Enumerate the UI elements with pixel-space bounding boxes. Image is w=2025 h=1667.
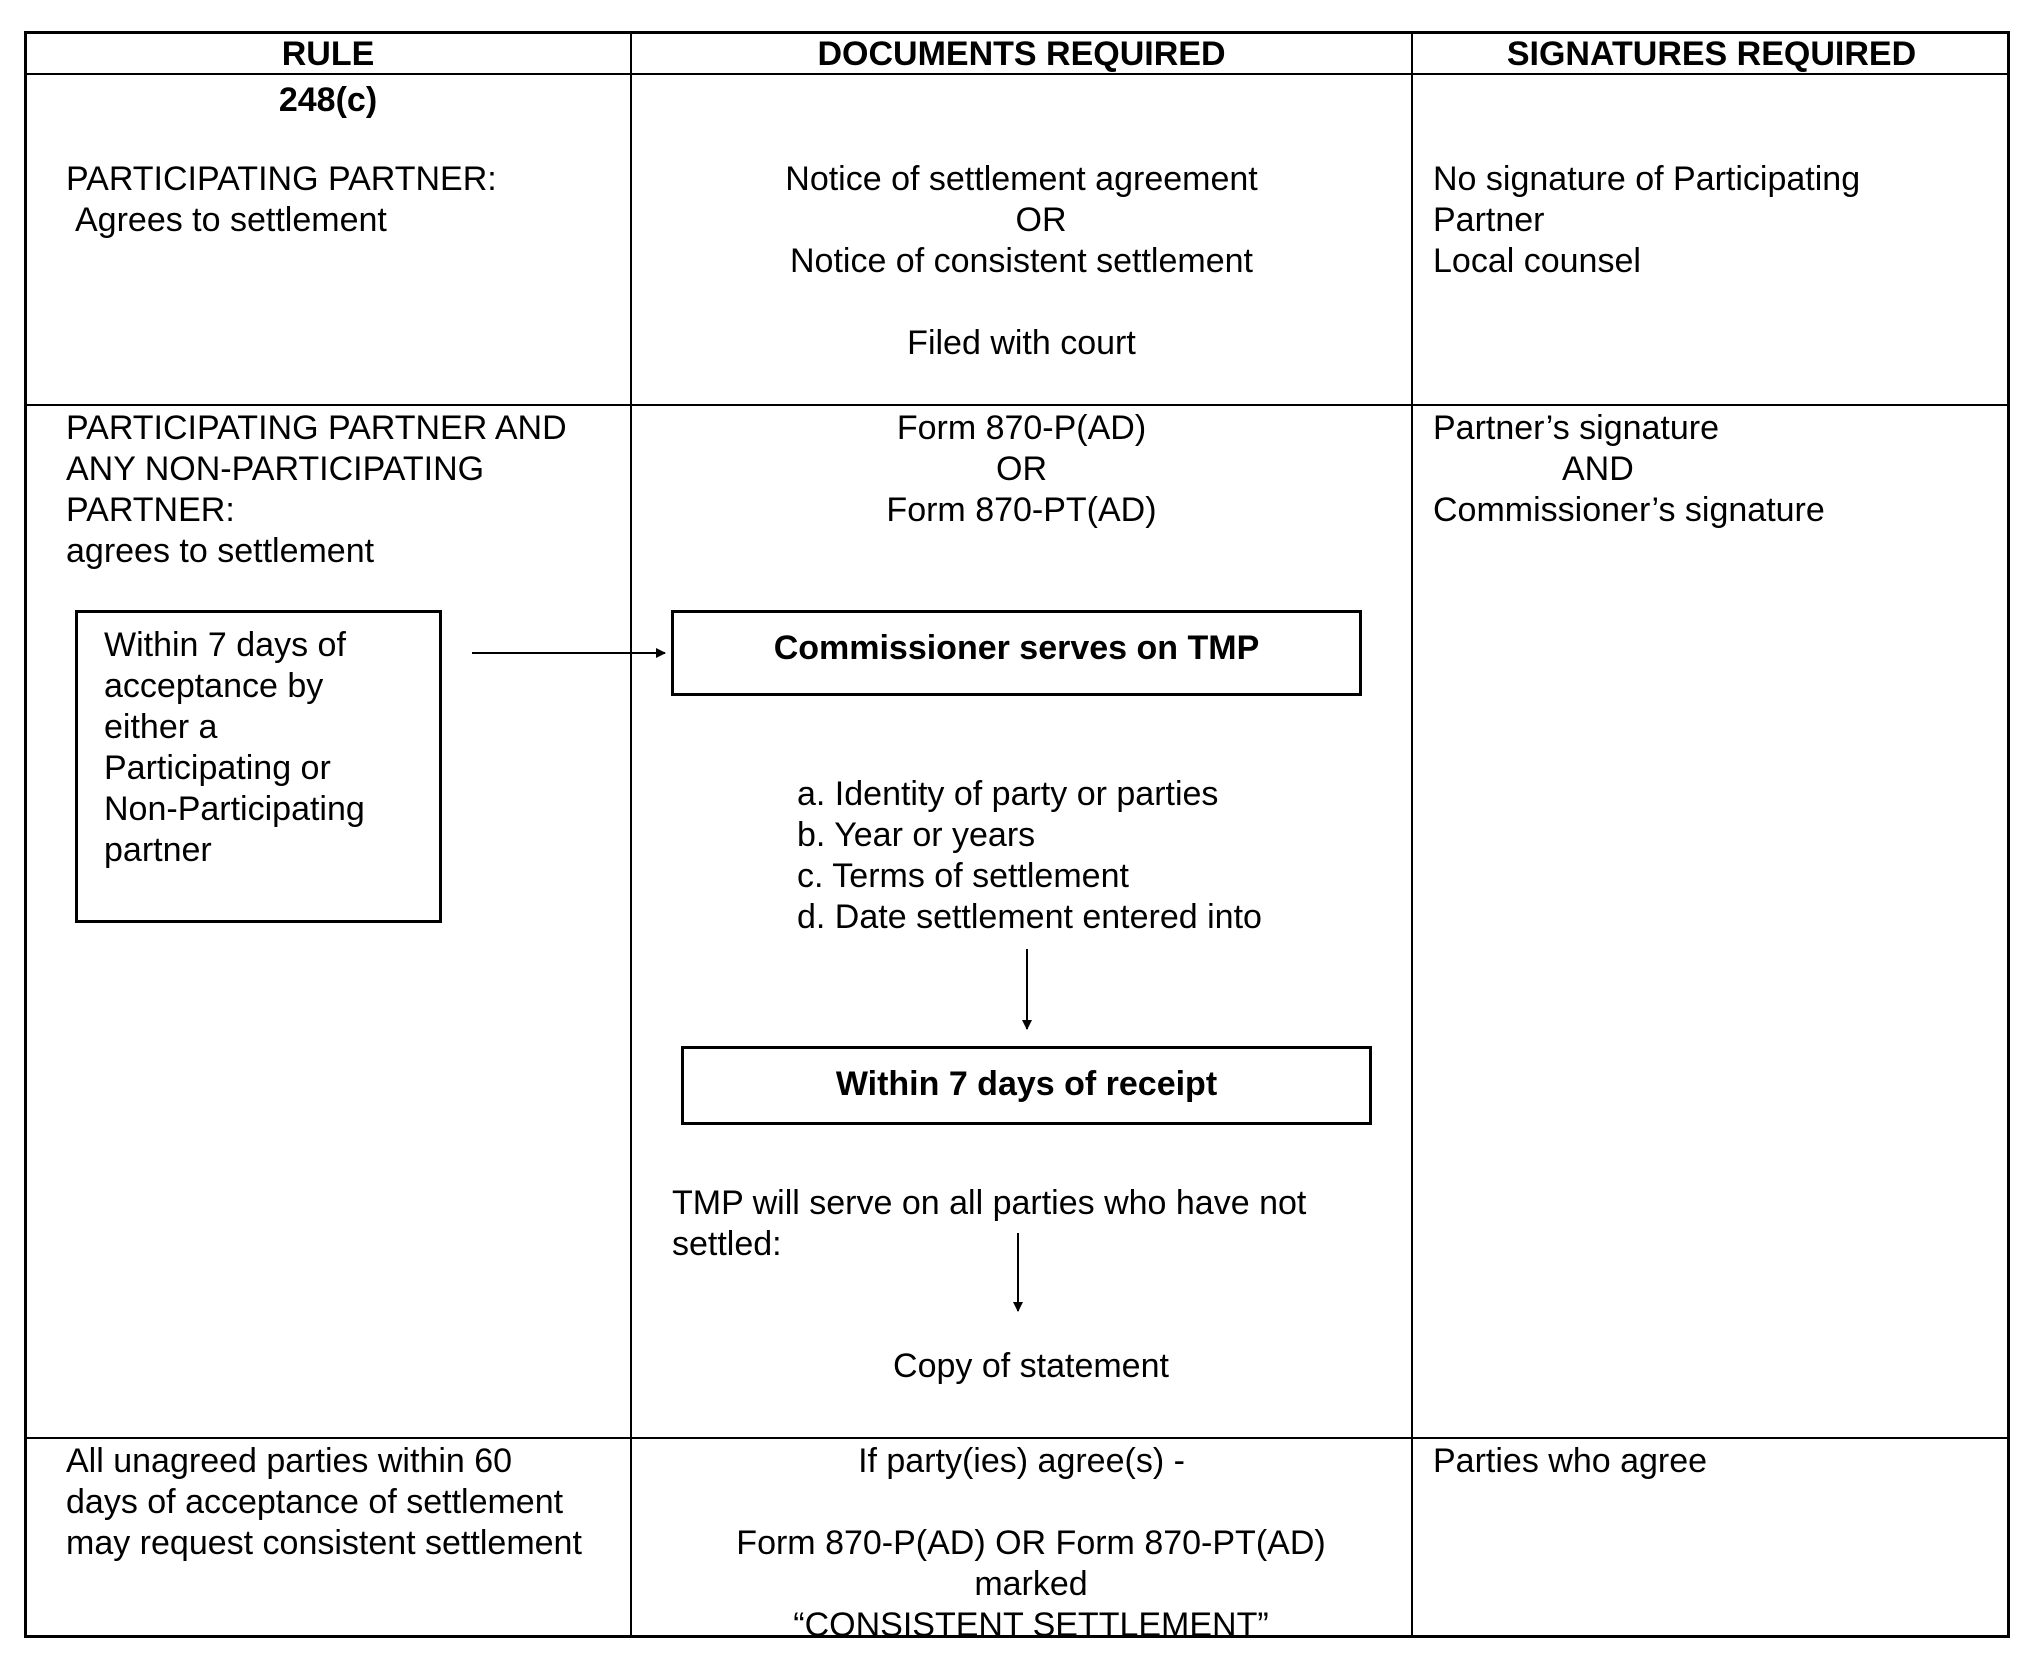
row2-rule-text-1: PARTICIPATING PARTNER AND	[66, 409, 567, 447]
row2-doc-text-1: Form 870-P(AD)	[896, 409, 1147, 447]
tmp-serve-text-2: settled:	[672, 1225, 782, 1263]
within-box-line-2: acceptance by	[104, 667, 324, 705]
row3-doc-text-4: “CONSISTENT SETTLEMENT”	[793, 1606, 1269, 1644]
within-box-line-6: partner	[104, 831, 212, 869]
within-seven-days-box: Within 7 days of acceptance by either a …	[75, 610, 442, 923]
row1-signature-text-2: Partner	[1433, 201, 1545, 239]
row1-signature-text-1: No signature of Participating	[1433, 160, 1861, 198]
row2-doc-text-2: OR	[996, 450, 1047, 488]
within-box-line-3: either a	[104, 708, 218, 746]
row3-doc-text-3: marked	[974, 1565, 1088, 1603]
row3-doc-text-1: If party(ies) agree(s) -	[858, 1442, 1185, 1480]
header-signatures-required: SIGNATURES REQUIRED	[1506, 35, 1917, 73]
row3-signature-text-1: Parties who agree	[1433, 1442, 1708, 1480]
row1-doc-text-4: Filed with court	[907, 324, 1136, 362]
row2-rule-text-3: PARTNER:	[66, 491, 235, 529]
within-box-line-5: Non-Participating	[104, 790, 365, 828]
row2-doc-text-3: Form 870-PT(AD)	[886, 491, 1157, 529]
within-receipt-label: Within 7 days of receipt	[835, 1065, 1218, 1103]
row2-signature-text-2: AND	[1562, 450, 1634, 488]
copy-of-statement: Copy of statement	[893, 1347, 1169, 1385]
row3-rule-text-2: days of acceptance of settlement	[66, 1483, 564, 1521]
row2-rule-text-2: ANY NON-PARTICIPATING	[66, 450, 485, 488]
list-item-b: b. Year or years	[797, 816, 1036, 854]
row-divider-2	[24, 1437, 2010, 1439]
within-receipt-box: Within 7 days of receipt	[681, 1046, 1372, 1125]
list-item-c: c. Terms of settlement	[797, 857, 1129, 895]
row1-doc-text-1: Notice of settlement agreement	[785, 160, 1258, 198]
row3-rule-text-1: All unagreed parties within 60	[66, 1442, 513, 1480]
header-row-divider	[24, 73, 2010, 75]
tmp-serve-text-1: TMP will serve on all parties who have n…	[672, 1184, 1307, 1222]
header-documents-required: DOCUMENTS REQUIRED	[817, 35, 1226, 73]
rule-number: 248(c)	[278, 81, 378, 119]
within-box-line-1: Within 7 days of	[104, 626, 346, 664]
settlement-rules-table	[24, 31, 2010, 1638]
row1-rule-text-2: Agrees to settlement	[75, 201, 387, 239]
list-item-d: d. Date settlement entered into	[797, 898, 1262, 936]
row1-signature-text-3: Local counsel	[1433, 242, 1641, 280]
column-divider-1	[630, 31, 632, 1638]
row-divider-1	[24, 404, 2010, 406]
row3-doc-text-2: Form 870-P(AD) OR Form 870-PT(AD)	[736, 1524, 1326, 1562]
row2-rule-text-4: agrees to settlement	[66, 532, 375, 570]
row2-signature-text-1: Partner’s signature	[1433, 409, 1720, 447]
row1-doc-text-3: Notice of consistent settlement	[789, 242, 1253, 280]
row2-signature-text-3: Commissioner’s signature	[1433, 491, 1825, 529]
commissioner-serves-label: Commissioner serves on TMP	[773, 629, 1260, 667]
commissioner-serves-box: Commissioner serves on TMP	[671, 610, 1362, 696]
row1-rule-text-1: PARTICIPATING PARTNER:	[66, 160, 497, 198]
header-rule: RULE	[281, 35, 375, 73]
row3-rule-text-3: may request consistent settlement	[66, 1524, 582, 1562]
column-divider-2	[1411, 31, 1413, 1638]
within-box-line-4: Participating or	[104, 749, 331, 787]
list-item-a: a. Identity of party or parties	[797, 775, 1219, 813]
row1-doc-text-2: OR	[1015, 201, 1067, 239]
